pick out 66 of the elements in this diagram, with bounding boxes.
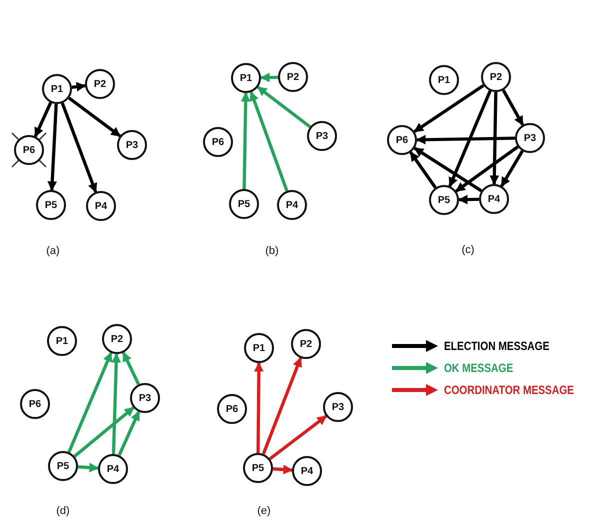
arrow <box>122 352 140 386</box>
arrow <box>260 72 278 82</box>
arrow <box>268 414 328 460</box>
process-circle: P5 <box>429 185 459 215</box>
legend-text: OK MESSAGE <box>444 361 514 375</box>
arrow <box>118 410 140 456</box>
arrow <box>78 462 99 472</box>
process-circle: P1 <box>231 63 261 93</box>
arrow <box>502 89 524 126</box>
panel-caption: (c) <box>462 244 474 256</box>
arrow <box>458 194 480 204</box>
arrow <box>500 150 524 187</box>
arrow <box>68 96 121 138</box>
process-circle: P1 <box>42 74 72 104</box>
process-circle: P2 <box>481 62 511 92</box>
arrow <box>72 82 86 92</box>
arrow <box>414 84 484 133</box>
panel-caption: (e) <box>257 505 271 517</box>
process-circle: P6 <box>387 125 417 155</box>
process-circle: P6 <box>217 394 247 424</box>
arrow <box>490 92 500 185</box>
process-circle: P2 <box>102 324 132 354</box>
process-circle: P1 <box>47 326 77 356</box>
arrow <box>250 91 288 192</box>
arrow <box>448 90 492 188</box>
process-circle: P4 <box>292 456 322 486</box>
arrow <box>240 92 250 190</box>
legend-text: COORDINATOR MESSAGE <box>444 383 574 397</box>
process-circle: P3 <box>323 392 353 422</box>
process-circle: P1 <box>429 65 459 95</box>
arrow <box>60 102 98 193</box>
process-circle: P6 <box>14 135 44 165</box>
process-circle: P3 <box>307 121 337 151</box>
process-circle: P2 <box>291 329 321 359</box>
process-circle: P5 <box>36 190 66 220</box>
arrow <box>272 464 293 474</box>
process-circle: P6 <box>203 127 233 157</box>
panel-caption: (b) <box>265 245 279 257</box>
arrow <box>455 146 519 192</box>
process-circle: P4 <box>86 191 116 221</box>
process-circle: P5 <box>243 453 273 483</box>
process-circle: P3 <box>130 383 160 413</box>
process-circle: P6 <box>20 389 50 419</box>
arrow <box>111 353 122 454</box>
arrow <box>73 406 135 458</box>
process-circle: P1 <box>244 333 274 363</box>
arrow <box>256 86 312 128</box>
arrow <box>409 151 437 189</box>
arrow <box>47 104 58 191</box>
process-circle: P3 <box>515 123 545 153</box>
process-circle: P4 <box>98 454 128 484</box>
arrow <box>67 352 113 453</box>
panel-caption: (d) <box>56 505 70 517</box>
process-circle: P2 <box>278 62 308 92</box>
process-circle: P5 <box>229 189 259 219</box>
process-circle: P4 <box>479 184 509 214</box>
arrow <box>34 102 52 138</box>
process-circle: P3 <box>117 130 147 160</box>
process-circle: P5 <box>48 451 78 481</box>
panel-caption: (a) <box>46 245 60 257</box>
arrow <box>416 134 516 144</box>
arrow <box>414 146 482 192</box>
process-circle: P2 <box>85 69 115 99</box>
arrow <box>262 357 302 455</box>
legend-text: ELECTION MESSAGE <box>444 339 550 353</box>
process-circle: P4 <box>277 190 307 220</box>
